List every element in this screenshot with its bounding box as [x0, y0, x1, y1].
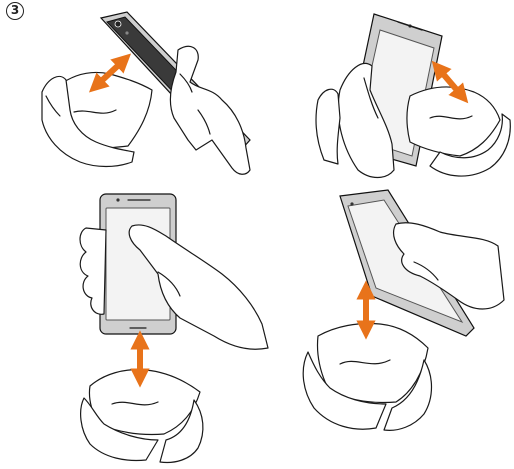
step-number-badge: 3: [6, 2, 24, 20]
panel-top-right: [316, 14, 510, 178]
step-number: 3: [11, 3, 19, 17]
right-hand-top-left: [170, 46, 250, 174]
panel-bottom-left: [80, 194, 268, 462]
left-hand-bottom-left: [80, 228, 106, 314]
cloth-top-right: [407, 87, 500, 156]
panel-top-left: [42, 12, 250, 174]
panel-bottom-right: [303, 190, 504, 430]
